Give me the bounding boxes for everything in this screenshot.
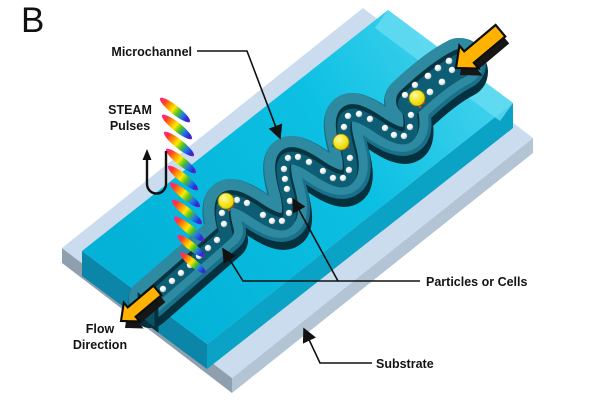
- flow-direction-label: Flow Direction: [58, 321, 142, 353]
- steam-pulse-icon: [173, 216, 205, 242]
- steam-pulse-icon: [165, 148, 197, 174]
- highlighted-particle-2: [331, 133, 350, 151]
- annotation-leaders: [197, 50, 420, 364]
- outlet-flow-arrow-icon: [119, 284, 166, 329]
- steam-pulse-icon: [180, 252, 206, 274]
- particles-or-cells-label: Particles or Cells: [426, 275, 528, 289]
- substrate-label: Substrate: [376, 357, 434, 371]
- steam-pulses-label-line1: STEAM: [108, 103, 152, 117]
- steam-pulse-icon: [177, 234, 205, 258]
- inlet-flow-arrow-icon: [454, 23, 510, 76]
- steam-pulse-icon: [163, 131, 195, 157]
- microchannel-leader: [197, 50, 283, 140]
- panel-label: B: [21, 1, 45, 40]
- u-turn-arrow-icon: [142, 149, 168, 195]
- substrate-leader: [302, 327, 372, 364]
- highlighted-particle-3: [216, 192, 235, 212]
- chip-side-right: [207, 103, 513, 369]
- particles-leader-2: [292, 197, 339, 282]
- steam-pulses: [159, 97, 206, 274]
- flow-direction-label-line2: Direction: [72, 338, 128, 352]
- steam-pulse-icon: [167, 165, 199, 191]
- steam-pulse-icon: [171, 199, 203, 225]
- steam-pulse-icon: [169, 182, 201, 208]
- flow-direction-label-line1: Flow: [85, 322, 115, 336]
- steam-pulses-label-line2: Pulses: [109, 119, 151, 133]
- steam-pulse-icon: [161, 114, 193, 140]
- steam-pulses-label: STEAM Pulses: [98, 102, 162, 134]
- steam-pulse-icon: [159, 97, 191, 123]
- microchannel-label: Microchannel: [111, 45, 192, 59]
- highlighted-particle-1: [407, 89, 426, 109]
- particles-leader-1: [222, 247, 420, 282]
